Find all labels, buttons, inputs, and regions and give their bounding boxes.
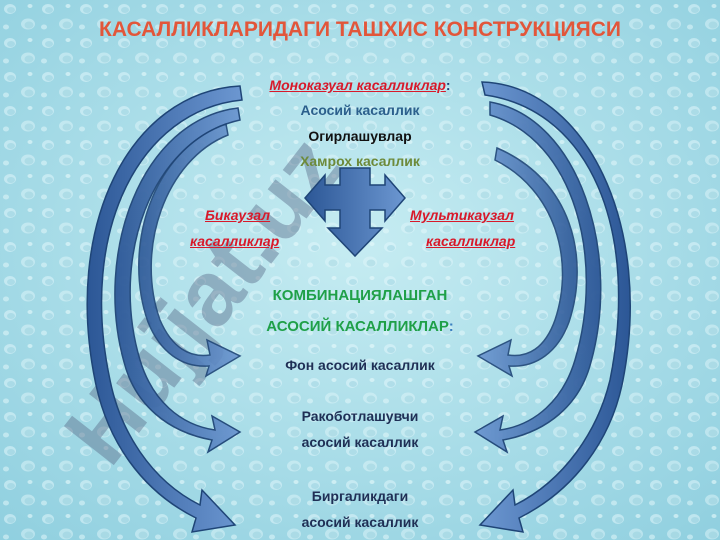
bicausal-label-line1: Бикаузал	[205, 207, 271, 223]
combined-heading-colon: :	[448, 318, 454, 335]
mono-item-complications: Огирлашувлар	[308, 128, 412, 144]
combined-heading-line2: АСОСИЙ КАСАЛЛИКЛАР:	[0, 318, 720, 335]
right-curved-arrows	[473, 81, 631, 533]
monocausal-label: Моноказуал касалликлар	[269, 77, 446, 93]
left-curved-arrows	[86, 85, 243, 533]
mono-item-concomitant: Хамрох касаллик	[300, 153, 420, 169]
combined-item-competing-line2: асосий касаллик	[301, 434, 419, 450]
combined-item-competing-line1: Ракоботлашувчи	[301, 408, 419, 424]
combined-heading-text: АСОСИЙ КАСАЛЛИКЛАР	[266, 318, 449, 335]
center-split-arrow	[304, 167, 406, 258]
combined-item-joint-line2: асосий касаллик	[301, 514, 419, 530]
mono-item-main: Асосий касаллик	[300, 102, 420, 118]
combined-item-joint-line1: Биргаликдаги	[311, 488, 409, 504]
combined-heading-line1: КОМБИНАЦИЯЛАШГАН	[272, 287, 448, 304]
combined-item-background: Фон асосий касаллик	[285, 357, 435, 373]
monocausal-colon: :	[445, 77, 451, 93]
bicausal-label-line2: касалликлар	[190, 233, 280, 249]
slide-title: КАСАЛЛИКЛАРИДАГИ ТАШХИС КОНСТРУКЦИЯСИ	[99, 18, 621, 41]
multicausal-label-line2: касалликлар	[426, 233, 516, 249]
multicausal-label-line1: Мультикаузал	[410, 207, 514, 223]
monocausal-heading: Моноказуал касалликлар:	[0, 77, 720, 93]
